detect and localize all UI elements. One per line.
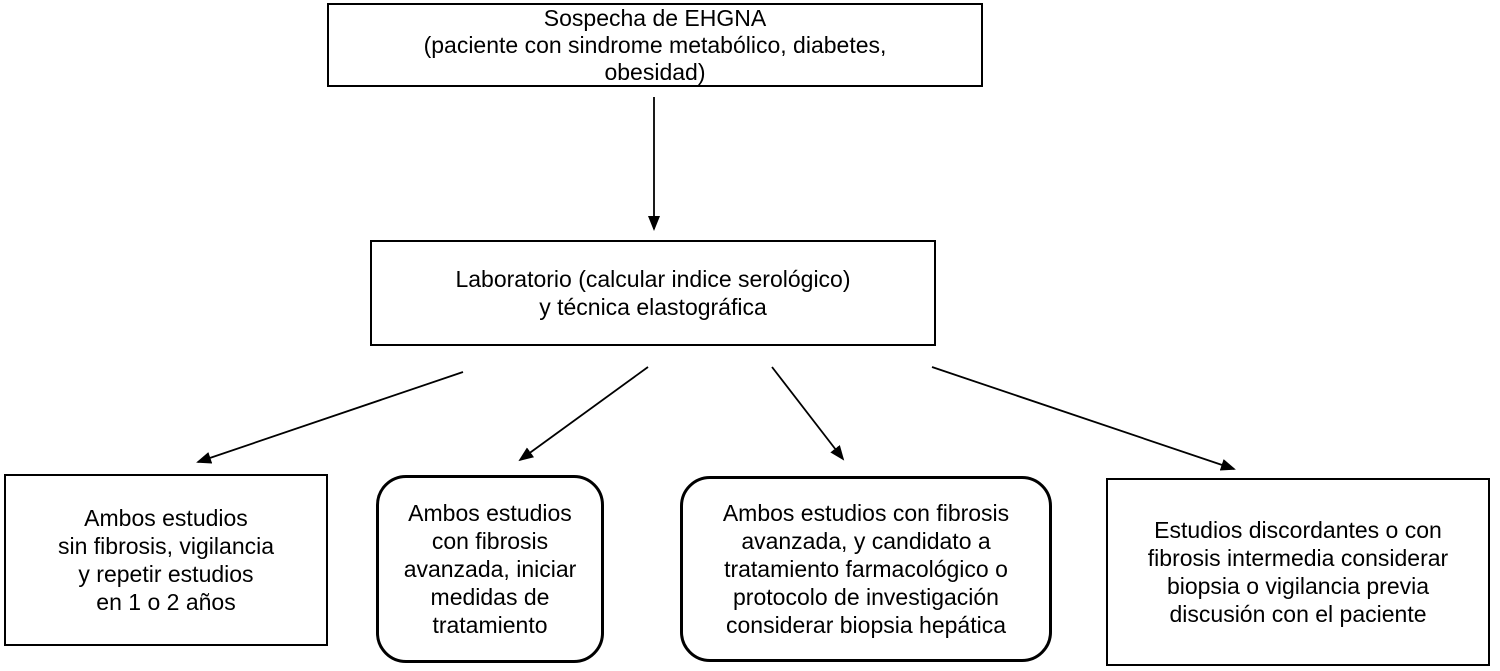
node-discordant-intermediate-label: Estudios discordantes o con fibrosis int… [1147, 517, 1449, 627]
edge-laboratory-no-fibrosis [196, 371, 464, 464]
node-advanced-fibrosis-biopsy: Ambos estudios con fibrosis avanzada, y … [680, 476, 1052, 662]
edge-laboratory-advanced-fibrosis-treatment [518, 366, 649, 462]
edge-laboratory-advanced-fibrosis-biopsy [771, 366, 845, 461]
node-no-fibrosis-surveillance-label: Ambos estudios sin fibrosis, vigilancia … [57, 505, 275, 615]
node-advanced-fibrosis-treatment-label: Ambos estudios con fibrosis avanzada, in… [403, 500, 577, 638]
node-laboratory-elastography: Laboratorio (calcular indice serológico)… [370, 240, 936, 346]
node-laboratory-elastography-label: Laboratorio (calcular indice serológico)… [455, 266, 851, 320]
node-suspicion-ehgna-label: Sospecha de EHGNA (paciente con sindrome… [423, 4, 887, 85]
node-no-fibrosis-surveillance: Ambos estudios sin fibrosis, vigilancia … [4, 474, 328, 646]
node-discordant-intermediate: Estudios discordantes o con fibrosis int… [1106, 478, 1490, 666]
edge-laboratory-discordant [931, 366, 1236, 471]
node-suspicion-ehgna: Sospecha de EHGNA (paciente con sindrome… [327, 3, 983, 87]
node-advanced-fibrosis-biopsy-label: Ambos estudios con fibrosis avanzada, y … [722, 500, 1010, 638]
node-advanced-fibrosis-treatment: Ambos estudios con fibrosis avanzada, in… [376, 475, 604, 663]
